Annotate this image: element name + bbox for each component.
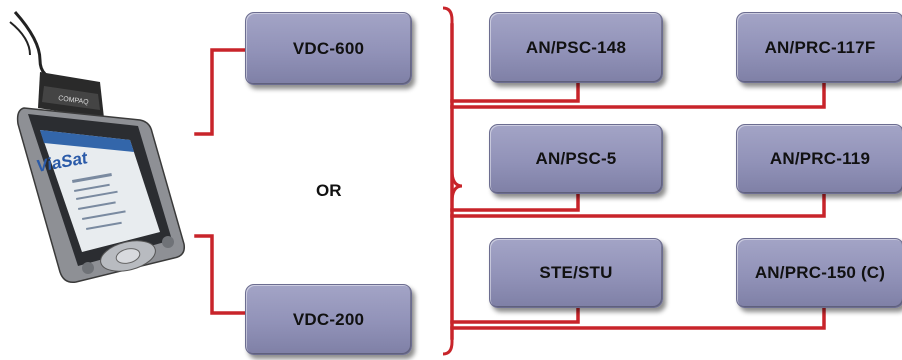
radio-box-prc119: AN/PRC-119 (736, 124, 902, 194)
radio-box-prc117f: AN/PRC-117F (736, 12, 902, 83)
pda-brand-label: COMPAQ (58, 95, 90, 106)
vdc-600-label: VDC-600 (292, 38, 365, 58)
vdc-600-box: VDC-600 (245, 12, 412, 85)
or-label: OR (316, 181, 342, 200)
wire-prc117f (450, 82, 826, 109)
radio-label: STE/STU (539, 263, 613, 282)
radio-label: AN/PSC-148 (525, 37, 627, 57)
wire-prc119 (450, 192, 826, 218)
pda-screen (40, 130, 160, 252)
radio-box-psc148: AN/PSC-148 (489, 12, 663, 83)
pda-cable (13, 11, 61, 82)
wire-pda-to-vdc200 (194, 234, 250, 315)
radio-label: AN/PRC-119 (769, 149, 871, 168)
radio-label: AN/PRC-117F (764, 37, 876, 57)
radio-label: AN/PSC-5 (535, 149, 617, 168)
pda-device-image: COMPAQ ViaSat (9, 11, 186, 284)
radio-label: AN/PRC-150 (C) (754, 263, 886, 282)
wire-psc5 (450, 192, 580, 212)
curly-bracket (442, 6, 463, 356)
vdc-200-label: VDC-200 (292, 309, 365, 329)
radio-box-prc150: AN/PRC-150 (C) (736, 238, 902, 308)
radio-box-stetu: STE/STU (489, 238, 663, 308)
vdc-200-box: VDC-200 (245, 284, 412, 355)
radio-box-psc5: AN/PSC-5 (489, 124, 663, 194)
svg-text:COMPAQ: COMPAQ (58, 95, 90, 106)
wire-stetu (450, 307, 580, 324)
wire-prc150 (450, 307, 826, 330)
wire-psc148 (450, 82, 580, 103)
wire-pda-to-vdc600 (194, 48, 250, 136)
